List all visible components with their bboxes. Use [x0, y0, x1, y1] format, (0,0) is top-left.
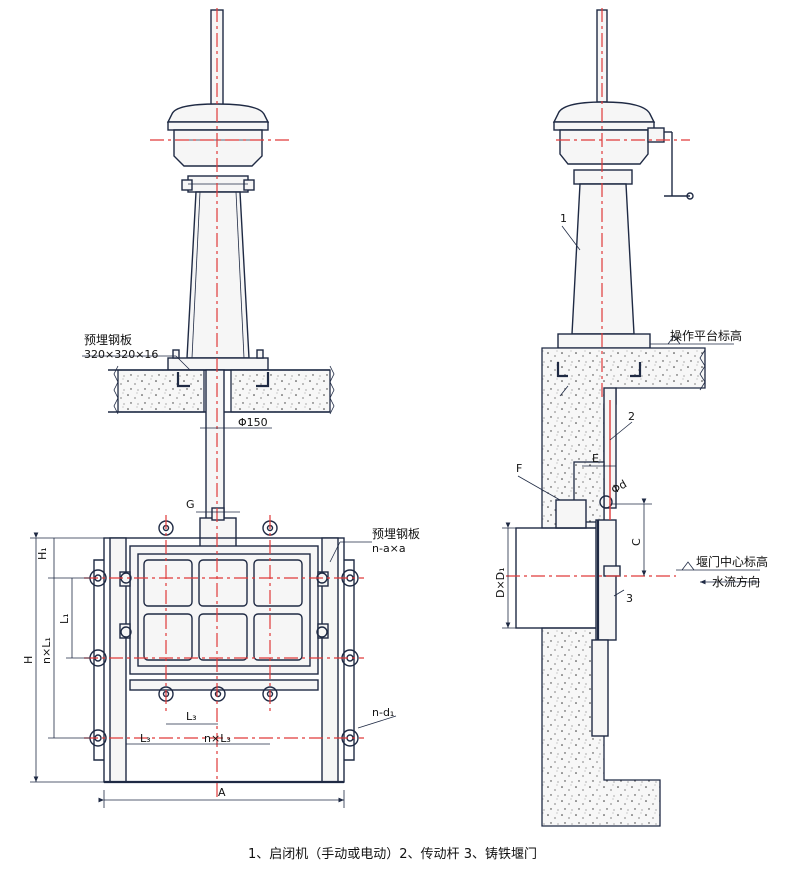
label-embedded-plate-size: 320×320×16: [84, 348, 158, 361]
label-dim-l3-bottom: L₃: [140, 732, 151, 745]
label-dim-a: A: [218, 786, 226, 799]
side-column: [571, 183, 635, 335]
side-pipe-opening: [515, 527, 599, 629]
side-concrete: [541, 347, 706, 827]
text-labels: 预埋钢板 320×320×16 Φ150 G 预埋钢板 n-a×a H₁ L₁ …: [22, 212, 768, 799]
gate-frame: [93, 537, 355, 784]
label-dim-dxd1: D×D₁: [494, 567, 507, 598]
side-view: [502, 8, 760, 827]
label-embedded-plate-right: 预埋钢板: [372, 527, 420, 541]
label-dim-g: G: [186, 498, 195, 511]
callout-3: 3: [626, 592, 633, 605]
label-dim-e: E: [592, 452, 599, 465]
label-dim-c: C: [630, 538, 643, 546]
upper-flange: [181, 175, 255, 193]
base-plate: [167, 357, 269, 371]
label-dim-l1: L₁: [58, 613, 71, 624]
label-dim-l3-top: L₃: [186, 710, 197, 723]
front-view: [30, 8, 397, 808]
label-flow-direction: 水流方向: [712, 574, 760, 589]
hoist-head: [166, 103, 270, 167]
callout-2: 2: [628, 410, 635, 423]
side-bracket: [555, 461, 613, 529]
label-rod-diameter: Φ150: [238, 416, 268, 429]
label-embedded-plate-spec: n-a×a: [372, 542, 406, 555]
gate-leaf: [119, 545, 329, 675]
label-dim-h: H: [22, 656, 35, 664]
label-dim-nd1: n-d₁: [372, 706, 394, 719]
front-dimensions: [30, 355, 397, 808]
drive-rod: [205, 369, 225, 521]
label-dim-nxl3: n×L₃: [204, 732, 231, 745]
side-flange: [573, 169, 633, 185]
side-centerlines: [506, 8, 690, 577]
label-gate-center-elevation: 堰门中心标高: [696, 554, 768, 569]
side-gate-leaf: [591, 519, 621, 737]
front-centerlines: [84, 8, 364, 800]
figure-caption: 1、启闭机（手动或电动）2、传动杆 3、铸铁堰门: [248, 847, 537, 862]
side-hoist-head: [552, 101, 694, 200]
side-dimensions: [502, 225, 760, 629]
label-embedded-plate: 预埋钢板: [84, 333, 132, 347]
label-dim-nxl1: n×L₁: [40, 637, 53, 664]
side-base-plate: [557, 333, 651, 349]
label-dim-f: F: [516, 462, 522, 475]
callout-1: 1: [560, 212, 567, 225]
bottom-sill: [129, 679, 319, 691]
platform-slab: [108, 365, 335, 415]
rod-coupling: [199, 517, 237, 549]
label-platform-elevation: 操作平台标高: [670, 328, 742, 343]
label-dim-h1: H₁: [36, 547, 49, 560]
